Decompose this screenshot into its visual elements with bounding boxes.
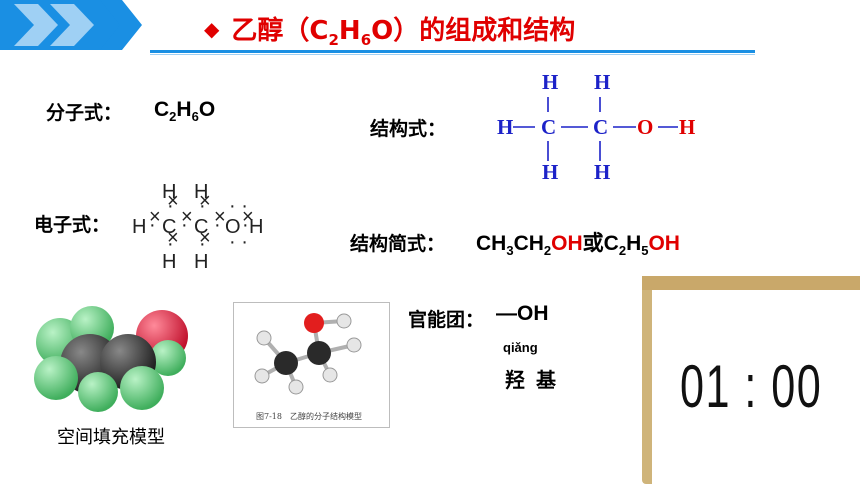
svg-text:×: × xyxy=(242,206,254,228)
h-atom: H xyxy=(594,70,610,94)
svg-text:·: · xyxy=(167,195,174,217)
svg-text:×: × xyxy=(199,227,211,249)
title-underline-thin xyxy=(150,54,755,55)
ball-stick-model-figure: 图7-18 乙醇的分子结构模型 xyxy=(233,302,390,428)
svg-text:·: · xyxy=(199,195,206,217)
diamond-bullet-icon: ◆ xyxy=(204,17,220,41)
svg-text:×: × xyxy=(199,190,211,212)
svg-text:· ·: · · xyxy=(229,231,248,253)
h-atom: H xyxy=(542,160,558,184)
title-underline xyxy=(150,50,755,53)
functional-group-name: 羟 基 xyxy=(505,368,558,392)
functional-group-label: 官能团： xyxy=(408,309,485,331)
svg-text:×: × xyxy=(167,190,179,212)
functional-group-value: —OH xyxy=(496,302,549,325)
condensed-formula: CH3CH2OH或C2H5OH xyxy=(476,232,680,259)
h-atom: H xyxy=(594,160,610,184)
c-atom: C xyxy=(593,115,608,139)
electron-dot-formula: H H H C C O H H H ×· ×· ×· ×· ×· ×· ×· ×… xyxy=(132,181,263,273)
h-atom: H xyxy=(132,216,146,238)
svg-text:·: · xyxy=(149,214,156,236)
condensed-formula-label: 结构简式： xyxy=(350,233,446,255)
timer-panel xyxy=(652,290,860,484)
c-atom: C xyxy=(194,216,208,238)
h-atom: H xyxy=(249,216,263,238)
pinyin-annotation: qiǎng xyxy=(503,340,538,355)
c-atom: C xyxy=(162,216,176,238)
h-atom: H xyxy=(194,251,208,273)
svg-text:×: × xyxy=(181,206,193,228)
svg-text:×: × xyxy=(167,227,179,249)
space-filling-model-image xyxy=(34,306,188,412)
svg-text:· ·: · · xyxy=(229,195,248,217)
electron-formula-label: 电子式： xyxy=(34,214,111,236)
molecular-formula-label: 分子式： xyxy=(46,102,123,124)
svg-text:·: · xyxy=(181,214,188,236)
h-atom: H xyxy=(679,115,695,139)
svg-text:×: × xyxy=(214,206,226,228)
timer-top-bar xyxy=(642,276,860,290)
o-atom: O xyxy=(225,216,241,238)
structural-formula-label: 结构式： xyxy=(370,118,447,140)
svg-text:×: × xyxy=(149,206,161,228)
h-atom: H xyxy=(542,70,558,94)
h-atom: H xyxy=(497,115,513,139)
countdown-timer: 01 : 00 xyxy=(680,353,823,420)
molecular-formula: C2H6O xyxy=(154,98,216,125)
h-atom: H xyxy=(162,181,176,203)
c-atom: C xyxy=(541,115,556,139)
h-atom: H xyxy=(194,181,208,203)
h-atom: H xyxy=(162,251,176,273)
svg-text:·: · xyxy=(214,214,221,236)
svg-text:·: · xyxy=(199,233,206,255)
page-title: ◆乙醇（C2H6O）的组成和结构 xyxy=(204,16,576,50)
o-atom: O xyxy=(637,115,653,139)
structural-formula-diagram: H H H C C O H H H xyxy=(497,70,695,184)
ball-stick-model-image xyxy=(254,313,362,395)
ball-stick-caption: 图7-18 乙醇的分子结构模型 xyxy=(256,412,362,421)
svg-text:·: · xyxy=(242,214,249,236)
header-chevron-icon xyxy=(0,0,150,50)
svg-text:·: · xyxy=(167,233,174,255)
space-filling-caption: 空间填充模型 xyxy=(57,427,165,448)
